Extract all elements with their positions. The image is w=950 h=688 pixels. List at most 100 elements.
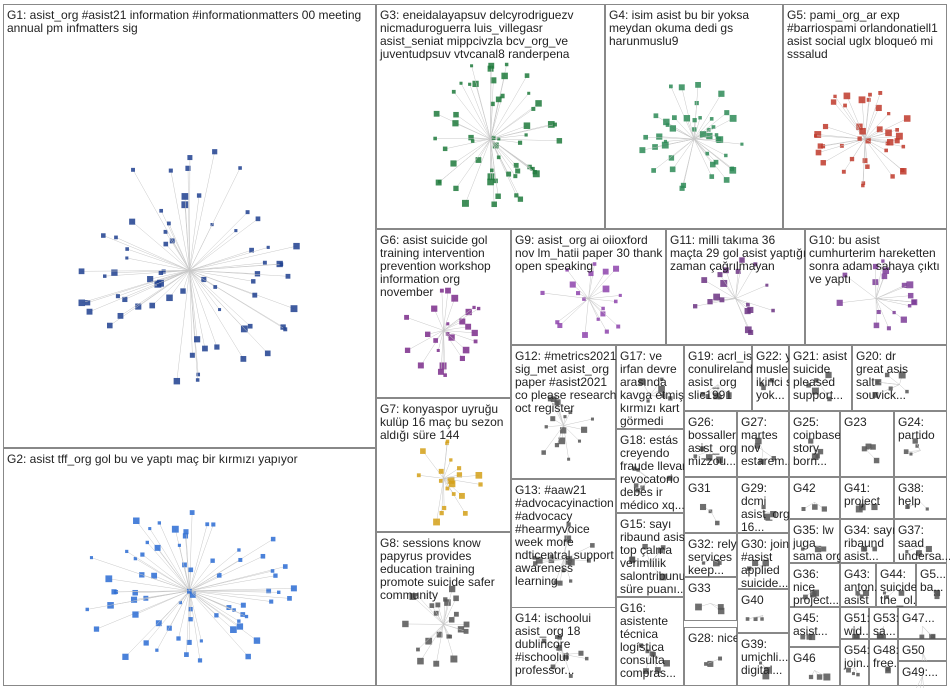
node[interactable] <box>868 92 872 97</box>
node[interactable] <box>506 171 512 177</box>
node[interactable] <box>729 166 737 174</box>
node[interactable] <box>213 285 218 289</box>
node[interactable] <box>196 193 202 198</box>
node[interactable] <box>182 533 189 539</box>
node[interactable] <box>698 116 702 120</box>
node[interactable] <box>822 123 829 130</box>
node[interactable] <box>814 134 818 138</box>
node[interactable] <box>462 346 470 354</box>
node[interactable] <box>800 634 806 640</box>
node[interactable] <box>453 111 459 118</box>
node[interactable] <box>898 371 906 379</box>
node[interactable] <box>125 256 129 260</box>
node[interactable] <box>253 637 261 644</box>
node[interactable] <box>159 208 164 213</box>
node[interactable] <box>851 672 855 676</box>
node[interactable] <box>816 674 823 680</box>
node[interactable] <box>849 156 855 162</box>
node[interactable] <box>409 593 417 600</box>
node[interactable] <box>557 323 563 329</box>
node[interactable] <box>638 378 646 385</box>
node[interactable] <box>669 84 673 89</box>
node[interactable] <box>448 480 456 488</box>
node[interactable] <box>425 331 431 338</box>
node[interactable] <box>415 592 419 597</box>
node[interactable] <box>188 606 193 612</box>
node[interactable] <box>590 543 595 548</box>
node[interactable] <box>269 599 274 604</box>
node[interactable] <box>240 602 246 608</box>
node[interactable] <box>462 511 468 516</box>
node[interactable] <box>459 318 466 325</box>
node[interactable] <box>715 520 720 526</box>
node[interactable] <box>132 589 138 596</box>
node[interactable] <box>649 651 655 657</box>
node[interactable] <box>544 425 548 429</box>
node[interactable] <box>556 138 563 144</box>
node[interactable] <box>199 639 203 643</box>
node[interactable] <box>873 322 880 329</box>
node[interactable] <box>568 674 573 678</box>
node[interactable] <box>718 656 723 661</box>
node[interactable] <box>713 293 720 301</box>
node[interactable] <box>439 362 447 370</box>
node[interactable] <box>815 149 822 156</box>
node[interactable] <box>872 546 878 552</box>
node[interactable] <box>125 549 129 554</box>
node[interactable] <box>535 100 542 107</box>
node[interactable] <box>820 144 826 149</box>
node[interactable] <box>247 323 253 329</box>
node[interactable] <box>717 272 723 278</box>
node[interactable] <box>446 634 451 639</box>
node[interactable] <box>808 633 816 641</box>
node[interactable] <box>550 396 557 402</box>
node[interactable] <box>740 142 744 146</box>
node[interactable] <box>724 110 730 116</box>
node[interactable] <box>145 540 149 545</box>
node[interactable] <box>553 122 557 127</box>
node[interactable] <box>861 446 867 452</box>
node[interactable] <box>915 444 919 448</box>
node[interactable] <box>404 347 411 353</box>
node[interactable] <box>817 448 824 455</box>
node[interactable] <box>701 561 706 565</box>
node[interactable] <box>858 96 866 104</box>
node[interactable] <box>197 658 203 663</box>
node[interactable] <box>211 522 216 527</box>
node[interactable] <box>463 621 470 628</box>
node[interactable] <box>667 475 673 481</box>
node[interactable] <box>554 443 560 448</box>
node[interactable] <box>497 137 501 141</box>
node[interactable] <box>635 488 640 493</box>
node[interactable] <box>416 473 421 478</box>
node[interactable] <box>881 273 888 280</box>
node[interactable] <box>830 99 837 105</box>
node[interactable] <box>695 603 702 611</box>
node[interactable] <box>744 307 751 315</box>
node[interactable] <box>708 509 713 514</box>
node[interactable] <box>717 395 722 400</box>
node[interactable] <box>446 322 450 326</box>
node[interactable] <box>101 233 106 238</box>
node[interactable] <box>693 304 698 309</box>
node[interactable] <box>194 336 201 343</box>
node[interactable] <box>870 444 876 450</box>
node[interactable] <box>800 547 805 551</box>
node[interactable] <box>78 299 86 307</box>
node[interactable] <box>444 599 451 606</box>
node[interactable] <box>887 111 891 116</box>
node[interactable] <box>496 155 501 160</box>
node[interactable] <box>290 305 298 313</box>
node[interactable] <box>122 653 129 660</box>
node[interactable] <box>279 262 284 267</box>
node[interactable] <box>752 559 759 567</box>
node[interactable] <box>588 270 594 277</box>
node[interactable] <box>806 383 811 388</box>
node[interactable] <box>656 133 663 140</box>
node[interactable] <box>491 135 496 141</box>
node[interactable] <box>705 151 710 156</box>
node[interactable] <box>601 306 605 311</box>
node[interactable] <box>862 589 870 597</box>
node[interactable] <box>729 114 737 122</box>
node[interactable] <box>277 590 281 594</box>
